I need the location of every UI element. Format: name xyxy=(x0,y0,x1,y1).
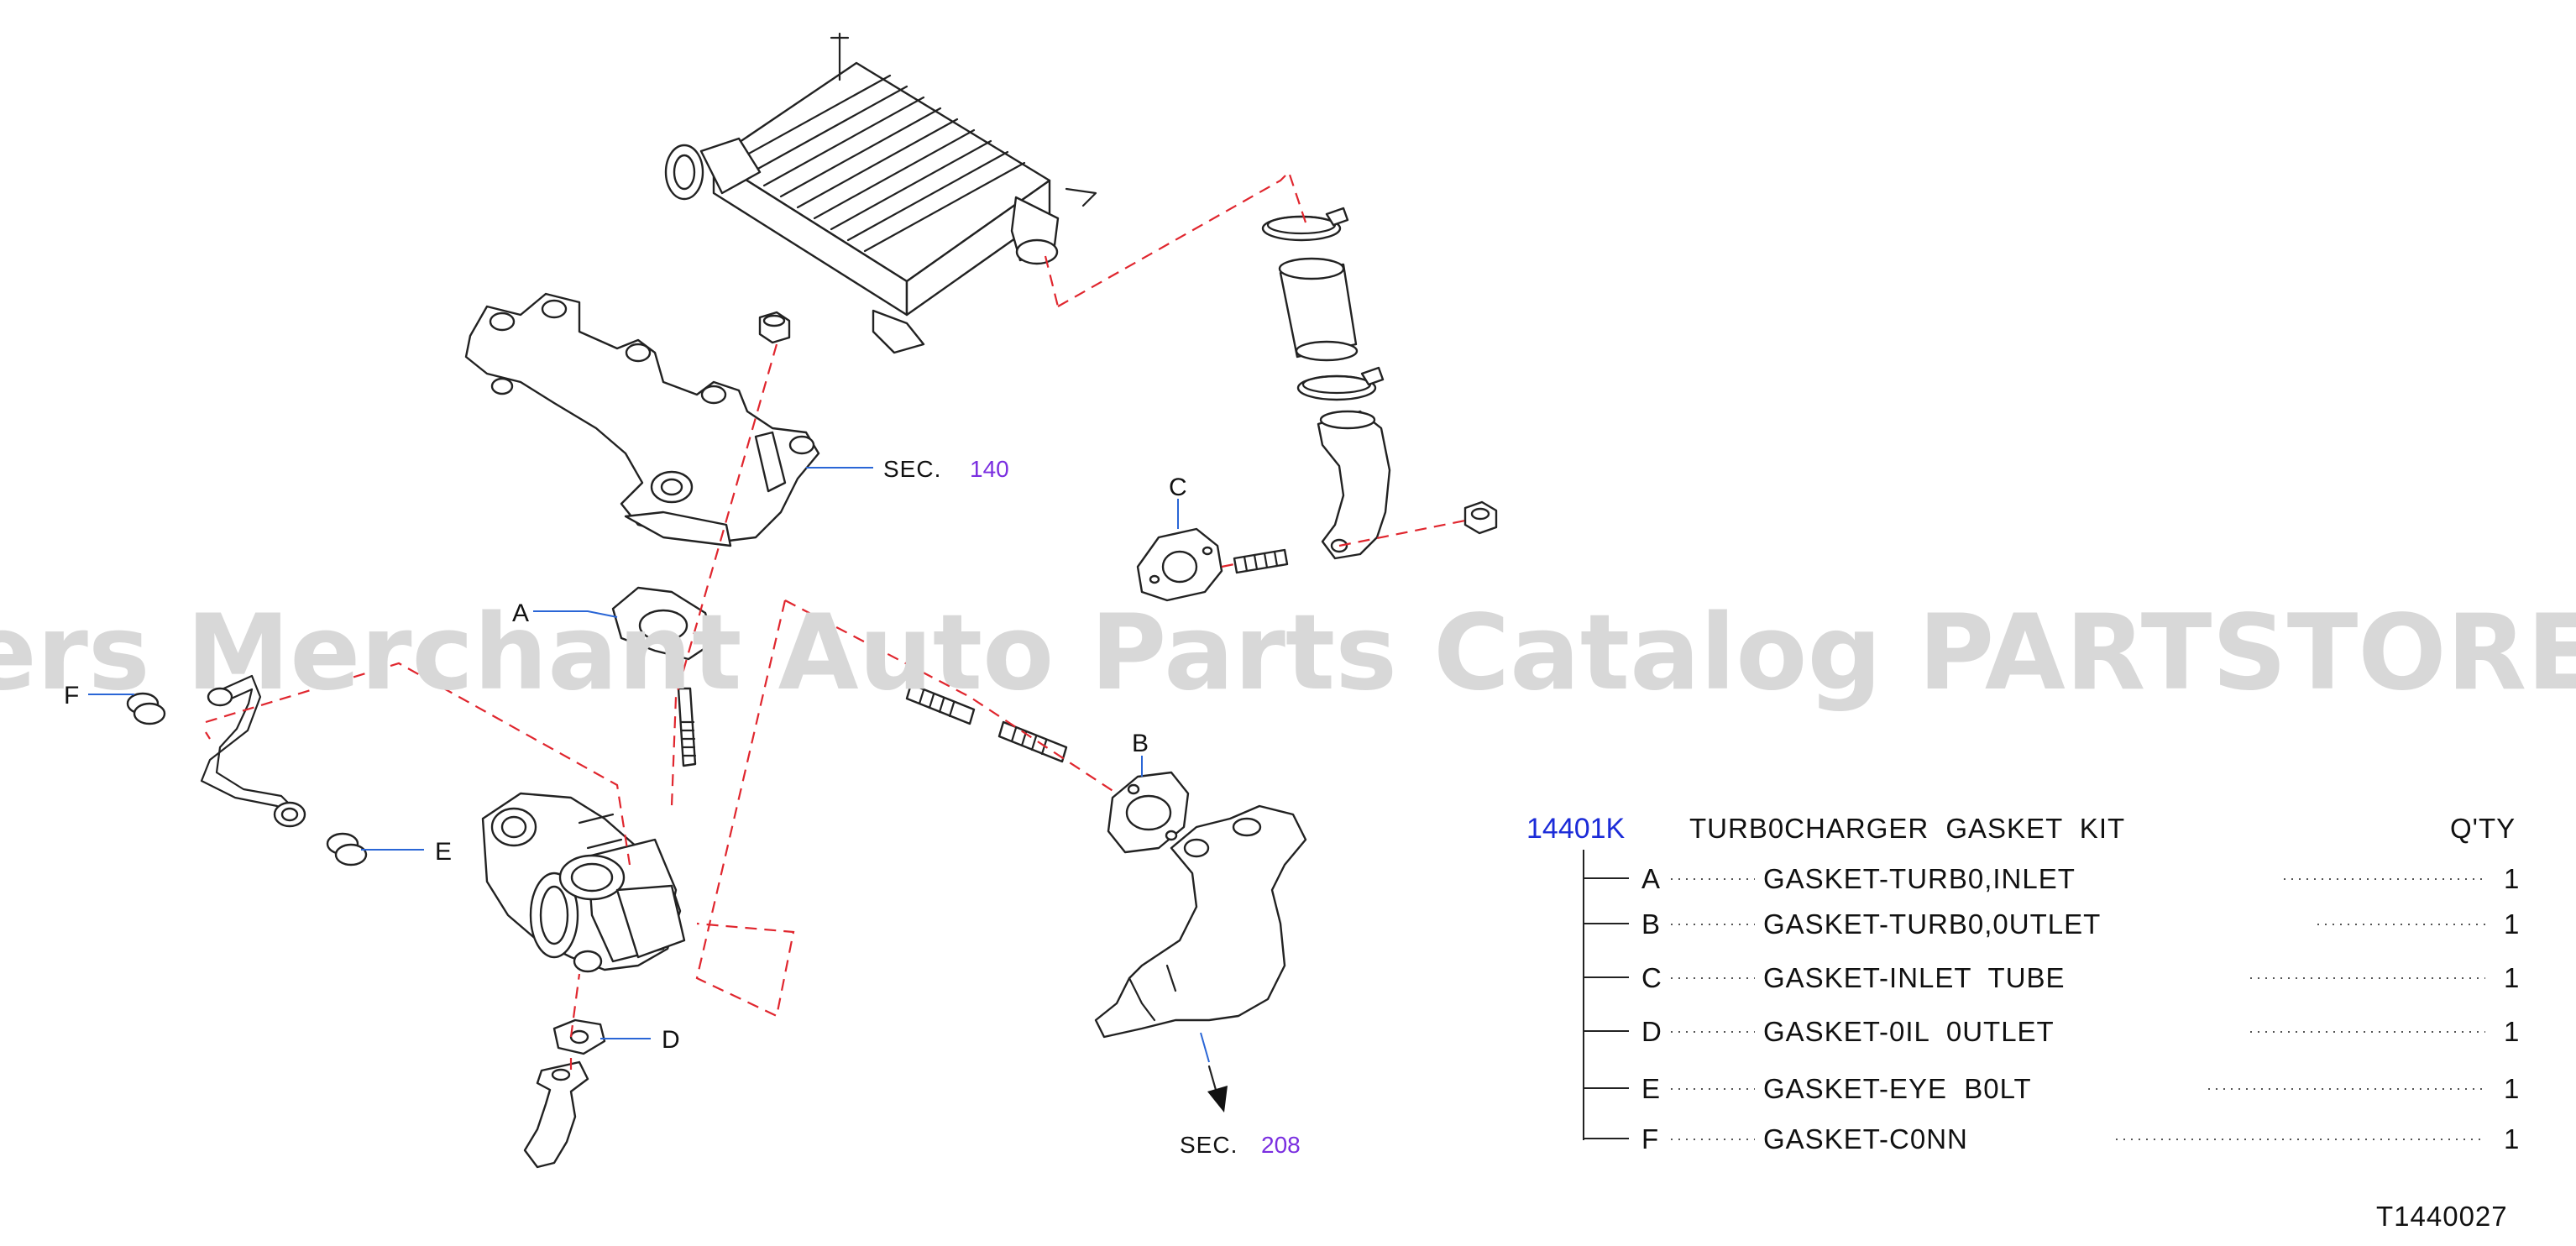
sec-208-arrow xyxy=(1207,1065,1228,1112)
oil-outlet-tube-part[interactable] xyxy=(523,1060,589,1169)
diagram-reference-code: T1440027 xyxy=(2376,1201,2508,1232)
section-ref-140[interactable]: SEC. 140 xyxy=(883,456,1009,482)
turbocharger-part[interactable] xyxy=(481,792,686,973)
gasket-b-part[interactable] xyxy=(1107,771,1190,854)
table-row[interactable]: E GASKET-EYE B0LT 1 xyxy=(1641,1073,2519,1104)
callout-c[interactable]: C xyxy=(1169,474,1187,501)
section-number[interactable]: 140 xyxy=(970,456,1009,482)
gasket-e-part[interactable] xyxy=(326,832,368,866)
row-letter: D xyxy=(1641,1016,1662,1047)
intercooler-part[interactable] xyxy=(664,32,1097,354)
kit-part-code[interactable]: 14401K xyxy=(1526,813,1626,845)
stud-bolt-vertical[interactable] xyxy=(677,687,697,767)
row-part-name: GASKET-TURB0,INLET xyxy=(1763,863,2076,894)
parts-table: 14401K TURB0CHARGER GASKET KIT Q'TY A GA… xyxy=(1526,813,2519,1154)
section-prefix: SEC. xyxy=(1180,1132,1238,1158)
row-qty: 1 xyxy=(2504,1123,2519,1154)
callout-d[interactable]: D xyxy=(662,1026,680,1054)
callout-e[interactable]: E xyxy=(435,838,452,866)
gasket-d-part[interactable] xyxy=(552,1018,606,1055)
row-part-name: GASKET-EYE B0LT xyxy=(1763,1073,2032,1104)
row-qty: 1 xyxy=(2504,1016,2519,1047)
watermark-text: Offers Merchant Auto Parts Catalog PARTS… xyxy=(0,593,2576,714)
exhaust-manifold-part[interactable] xyxy=(464,292,820,547)
table-row[interactable]: D GASKET-0IL 0UTLET 1 xyxy=(1641,1016,2519,1047)
qty-header: Q'TY xyxy=(2450,813,2516,844)
row-letter: B xyxy=(1641,908,1660,940)
section-ref-208[interactable]: SEC. 208 xyxy=(1180,1132,1301,1158)
stud-bolt-outlet-1[interactable] xyxy=(905,683,976,725)
callout-b[interactable]: B xyxy=(1132,730,1149,757)
table-row[interactable]: B GASKET-TURB0,0UTLET 1 xyxy=(1641,908,2519,940)
row-part-name: GASKET-C0NN xyxy=(1763,1123,1968,1154)
callout-f[interactable]: F xyxy=(64,682,79,709)
table-row[interactable]: F GASKET-C0NN 1 xyxy=(1641,1123,2519,1154)
hose-clamp-upper[interactable] xyxy=(1261,207,1349,242)
row-part-name: GASKET-TURB0,0UTLET xyxy=(1763,908,2101,940)
gasket-c-part[interactable] xyxy=(1136,527,1223,602)
section-number[interactable]: 208 xyxy=(1261,1132,1301,1158)
row-qty: 1 xyxy=(2504,908,2519,940)
row-qty: 1 xyxy=(2504,962,2519,993)
row-letter: A xyxy=(1641,863,1660,894)
row-qty: 1 xyxy=(2504,1073,2519,1104)
gasket-f-part[interactable] xyxy=(126,692,166,725)
inlet-tube-part[interactable] xyxy=(1317,410,1391,560)
callout-a[interactable]: A xyxy=(512,599,529,627)
hex-nut-manifold[interactable] xyxy=(758,311,791,344)
stud-bolt-inlet-tube[interactable] xyxy=(1233,548,1289,574)
section-prefix: SEC. xyxy=(883,456,941,482)
callout-leaders xyxy=(88,467,1210,1063)
table-row[interactable]: A GASKET-TURB0,INLET 1 xyxy=(1641,863,2519,894)
oil-feed-pipe-part[interactable] xyxy=(200,674,306,828)
stud-bolt-outlet-2[interactable] xyxy=(997,720,1068,763)
hose-clamp-lower[interactable] xyxy=(1296,366,1385,401)
table-row[interactable]: C GASKET-INLET TUBE 1 xyxy=(1641,962,2519,993)
gasket-a-part[interactable] xyxy=(611,586,715,661)
row-qty: 1 xyxy=(2504,863,2519,894)
row-letter: C xyxy=(1641,962,1662,993)
row-letter: E xyxy=(1641,1073,1660,1104)
rubber-hose-part[interactable] xyxy=(1278,257,1359,362)
row-letter: F xyxy=(1641,1123,1658,1154)
turbo-outlet-pipe-part[interactable] xyxy=(1094,804,1307,1039)
row-part-name: GASKET-INLET TUBE xyxy=(1763,962,2066,993)
hex-nut-inlet-tube[interactable] xyxy=(1463,500,1498,535)
assembly-paths xyxy=(205,170,1466,1071)
kit-title: TURB0CHARGER GASKET KIT xyxy=(1689,813,2125,844)
row-part-name: GASKET-0IL 0UTLET xyxy=(1763,1016,2055,1047)
